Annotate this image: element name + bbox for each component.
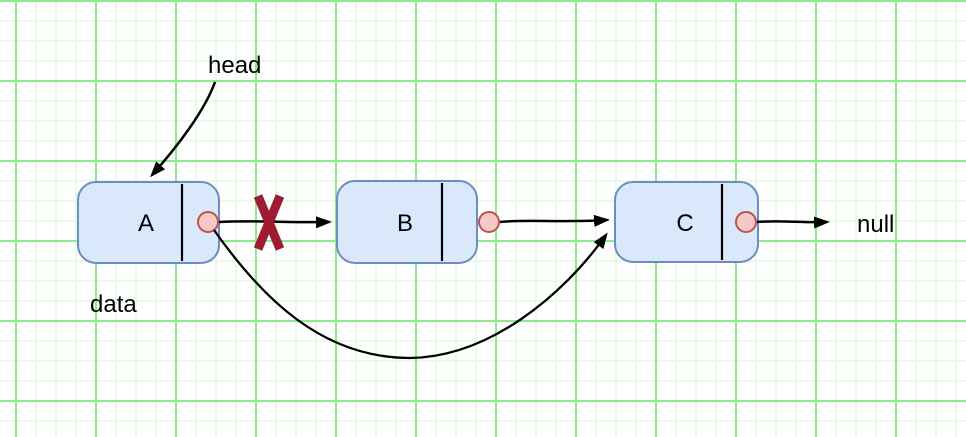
node-a-label: A <box>138 210 154 237</box>
node-a-pointer-dot[interactable] <box>197 211 219 233</box>
data-label[interactable]: data <box>90 291 137 318</box>
node-b-pointer-dot[interactable] <box>478 211 500 233</box>
null-label[interactable]: null <box>857 211 894 238</box>
arrow-b-to-c[interactable] <box>499 214 610 227</box>
head-label[interactable]: head <box>208 52 261 79</box>
arrow-a-to-c-bypass[interactable] <box>213 229 608 360</box>
head-arrow[interactable] <box>149 81 217 178</box>
node-a[interactable]: A <box>77 181 220 264</box>
node-a-box <box>77 181 220 264</box>
delete-cross-stroke-2 <box>253 194 285 251</box>
node-c-pointer-dot[interactable] <box>735 211 757 233</box>
node-b[interactable]: B <box>336 180 500 264</box>
node-c[interactable]: C <box>614 181 759 263</box>
node-b-label: B <box>397 210 413 237</box>
node-c-label: C <box>676 210 693 237</box>
delete-cross-icon[interactable] <box>253 194 285 251</box>
arrow-c-to-null[interactable] <box>756 216 830 229</box>
